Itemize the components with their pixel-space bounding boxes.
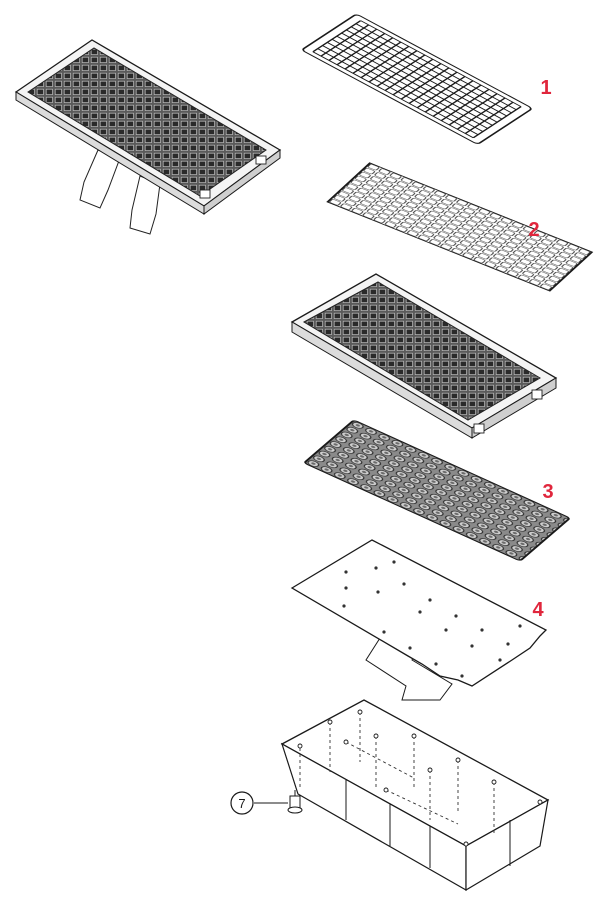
housing-screw [411, 733, 417, 739]
board-hole [506, 642, 510, 646]
assembled-keyboard [14, 39, 282, 235]
screw-part [254, 790, 303, 814]
grid-line [331, 39, 493, 126]
housing-screw [383, 787, 389, 793]
housing-screw [373, 733, 379, 739]
board-hole [480, 628, 484, 632]
grid-line [322, 45, 484, 132]
grid-line [326, 42, 489, 129]
grid-line [360, 20, 522, 107]
board-hole [428, 598, 432, 602]
label-1: 1 [540, 77, 551, 99]
part-2-silicone-membrane [326, 162, 594, 292]
housing-screw [327, 719, 333, 725]
grid-line [341, 32, 503, 120]
grid-line [317, 48, 479, 135]
grid-line [355, 23, 517, 110]
board-hole [460, 674, 464, 678]
grid-line [472, 106, 522, 139]
callout-7: 7 [230, 791, 254, 815]
housing-screw [463, 841, 469, 847]
label-3: 3 [542, 481, 553, 503]
board-hole [392, 560, 396, 564]
part-3-dome-sheet [304, 420, 570, 561]
label-4: 4 [532, 599, 544, 621]
housing-screw [427, 767, 433, 773]
housing-screw [537, 799, 543, 805]
label-2: 2 [528, 219, 539, 241]
board-hole [342, 604, 346, 608]
board-hole [470, 644, 474, 648]
board-hole [434, 662, 438, 666]
board-hole [498, 658, 502, 662]
board-hole [382, 630, 386, 634]
part-4-circuit-board [290, 539, 548, 701]
board-hole [402, 582, 406, 586]
keyboard-frame [290, 273, 558, 439]
grid-line [345, 29, 508, 117]
housing-screw [357, 709, 363, 715]
board-hole [418, 610, 422, 614]
housing-screw [297, 743, 303, 749]
board-hole [344, 586, 348, 590]
grid-line [336, 35, 498, 123]
housing-screw [491, 779, 497, 785]
board-hole [374, 566, 378, 570]
board-hole [518, 624, 522, 628]
bottom-housing [280, 699, 550, 892]
board-hole [454, 614, 458, 618]
grid-line [312, 51, 474, 139]
part-1-grid-overlay [302, 14, 532, 144]
grid-line [350, 26, 512, 114]
board-hole [344, 570, 348, 574]
housing-screw [455, 757, 461, 763]
grid-line [312, 20, 362, 53]
board-hole [376, 590, 380, 594]
board-hole [444, 628, 448, 632]
housing-screw [343, 739, 349, 745]
callout-7-text: 7 [238, 796, 245, 811]
board-hole [408, 646, 412, 650]
